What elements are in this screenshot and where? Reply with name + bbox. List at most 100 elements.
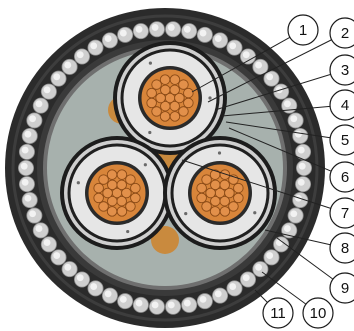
leader-line	[254, 289, 268, 303]
armour-wire-shine	[266, 73, 274, 81]
conductor-strand	[196, 182, 207, 194]
conductor-strand	[159, 111, 171, 122]
conductor-strand	[178, 79, 189, 90]
leader-line	[261, 271, 307, 305]
insulation-mark	[253, 211, 257, 215]
conductor-strand	[233, 182, 244, 194]
armour-wire-shine	[183, 299, 191, 307]
insulation-mark	[143, 163, 147, 167]
callout-10: 10	[302, 297, 334, 329]
callout-number: 4	[341, 97, 349, 114]
callout-circle	[329, 272, 354, 304]
insulation-mark	[208, 96, 212, 100]
armour-wire-shine	[53, 252, 61, 259]
leader-line	[228, 127, 332, 172]
armour-wire-shine	[43, 239, 51, 247]
conductor-strand	[107, 195, 118, 207]
conductor-strand	[178, 106, 189, 117]
armour-wire-shine	[199, 295, 207, 303]
callout-number: 2	[341, 25, 349, 42]
conductor-strand	[209, 169, 221, 180]
callout-number: 10	[310, 305, 327, 322]
callout-9: 9	[329, 272, 354, 304]
conductor-strand	[209, 206, 221, 217]
armour-wire-shine	[90, 283, 98, 290]
leader-line	[214, 73, 331, 111]
outer-sheath-highlight	[11, 14, 319, 322]
armour-wire-shine	[21, 146, 29, 154]
armour-wire-shine	[295, 130, 302, 138]
armour-wire-shine	[297, 146, 305, 154]
armour-wire-shine	[64, 61, 72, 69]
armour-wire-shine	[266, 252, 274, 259]
insulation-mark	[184, 212, 188, 216]
conductor-strand	[93, 192, 104, 204]
conductor-strand	[205, 187, 216, 199]
armour-wire-shine	[167, 301, 175, 309]
conductor-strand	[98, 201, 109, 212]
core	[163, 136, 277, 250]
conductor-strand	[116, 169, 128, 180]
armour-wire-shine	[167, 24, 175, 31]
callout-circle	[329, 17, 354, 49]
conductor-strand	[210, 179, 221, 191]
conductor-strand	[174, 92, 185, 104]
insulation-mark	[217, 151, 222, 155]
callout-circle	[329, 197, 354, 229]
leader-line	[225, 121, 331, 139]
armour-wire-shine	[76, 51, 84, 59]
armour-wire-shine	[229, 283, 237, 290]
conductor-strand	[169, 111, 181, 122]
conductor-strand	[169, 74, 181, 85]
conductor-strand	[219, 179, 230, 191]
armour-wire-shine	[104, 35, 112, 42]
conductor-strand	[183, 97, 194, 109]
armour-wire-shine	[242, 51, 250, 59]
armour-wire-shine	[24, 194, 32, 202]
armour-wire-shine	[90, 42, 98, 50]
armour-wire-shine	[43, 86, 51, 94]
armour-wire-shine	[119, 29, 127, 37]
armour-wire-shine	[214, 290, 222, 298]
leader-line	[276, 237, 334, 280]
callout-circle	[329, 232, 354, 264]
conductor-strand	[130, 192, 141, 204]
leader-line	[191, 36, 291, 93]
conductor-strand	[219, 195, 230, 207]
cores-group	[60, 41, 277, 250]
callout-number: 3	[341, 62, 349, 79]
insulation-mark	[126, 229, 130, 234]
callout-number: 1	[299, 22, 307, 39]
conductor-strand	[210, 195, 221, 207]
armour-wire-shine	[135, 25, 143, 33]
armour-wire-shine	[242, 274, 250, 282]
conductor-strand	[125, 174, 136, 185]
conductor-strand	[116, 179, 127, 191]
armour-wire-shine	[135, 299, 143, 307]
armour-wire-shine	[151, 24, 159, 31]
callout-7: 7	[329, 197, 354, 229]
armour-wire-shine	[29, 210, 37, 218]
conductor-strand	[107, 179, 118, 191]
armour-wire-shine	[35, 100, 43, 108]
armour-wire-shine	[298, 162, 306, 170]
armour-wire-shine	[35, 225, 43, 233]
leader-lines	[181, 36, 334, 305]
insulation-mark	[148, 61, 152, 65]
conductor-strand	[169, 84, 180, 96]
conductor-strand	[155, 92, 166, 104]
leader-line	[264, 229, 331, 246]
conductor-strand	[196, 192, 207, 204]
conductor-strand	[130, 182, 141, 194]
callout-1: 1	[287, 14, 319, 46]
armour-wire-shine	[290, 115, 298, 123]
core	[60, 136, 174, 250]
armour-wire-shine	[151, 301, 159, 309]
conductor-strand	[201, 174, 212, 185]
conductor-strand	[125, 201, 136, 212]
armour-wire-shine	[119, 295, 127, 303]
armour-wire-shine	[29, 115, 37, 123]
armour-wire-shine	[53, 73, 61, 81]
conductor-strand	[183, 87, 194, 99]
